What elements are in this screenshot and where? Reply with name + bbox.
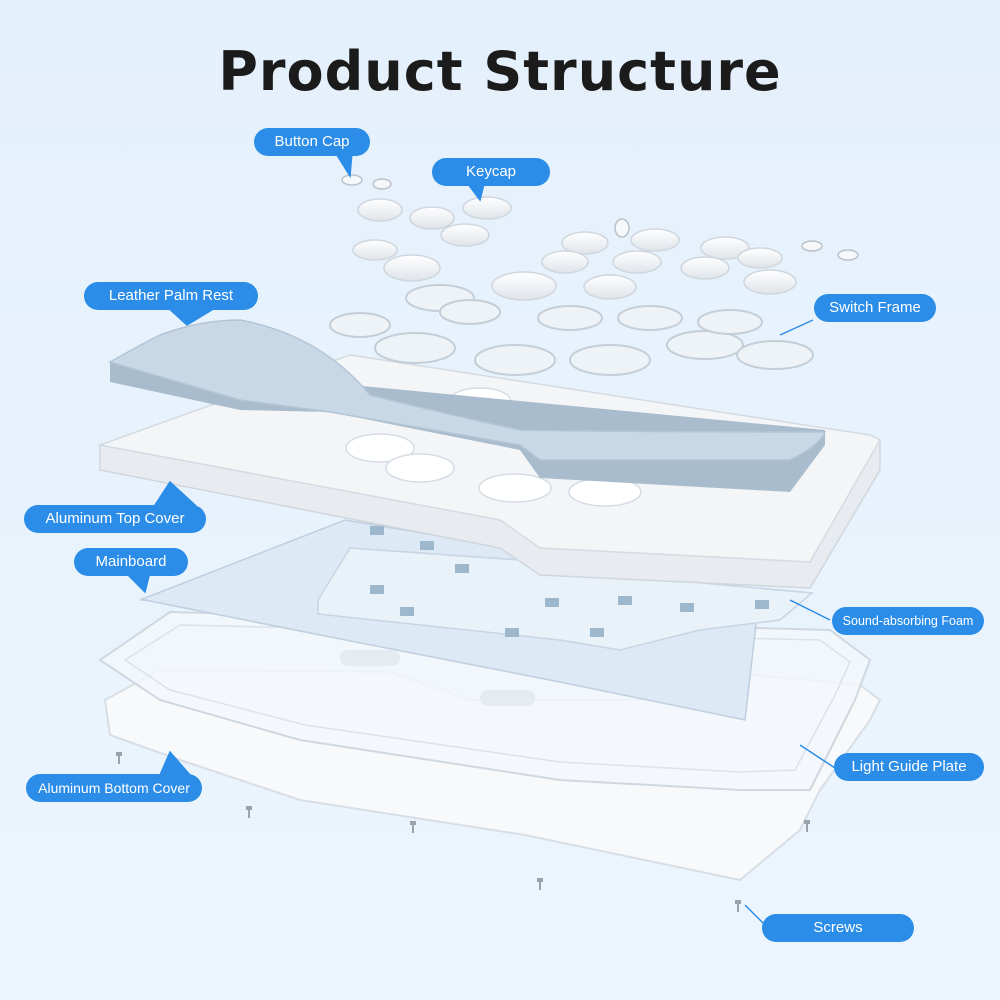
label-aluminum-top-cover: Aluminum Top Cover — [24, 505, 206, 533]
label-switch-frame: Switch Frame — [814, 294, 936, 322]
label-screws: Screws — [762, 914, 914, 942]
label-sound-absorbing-foam: Sound-absorbing Foam — [832, 607, 984, 635]
label-mainboard: Mainboard — [74, 548, 188, 576]
screw-icon — [246, 806, 252, 818]
screw-icon — [537, 878, 543, 890]
switch-frames — [329, 284, 814, 376]
keycaps — [352, 196, 797, 301]
label-keycap: Keycap — [432, 158, 550, 186]
screws — [116, 752, 810, 912]
leather-palm-rest — [108, 319, 827, 492]
sound-absorbing-foam — [317, 526, 814, 651]
label-leather-palm-rest: Leather Palm Rest — [84, 282, 258, 310]
screw-icon — [804, 820, 810, 832]
screw-icon — [735, 900, 741, 912]
button-caps — [341, 174, 859, 261]
screw-icon — [410, 821, 416, 833]
screw-icon — [116, 752, 122, 764]
label-button-cap: Button Cap — [254, 128, 370, 156]
diagram-title: Product Structure — [218, 40, 782, 103]
label-aluminum-bottom-cover: Aluminum Bottom Cover — [26, 774, 202, 802]
label-light-guide-plate: Light Guide Plate — [834, 753, 984, 781]
